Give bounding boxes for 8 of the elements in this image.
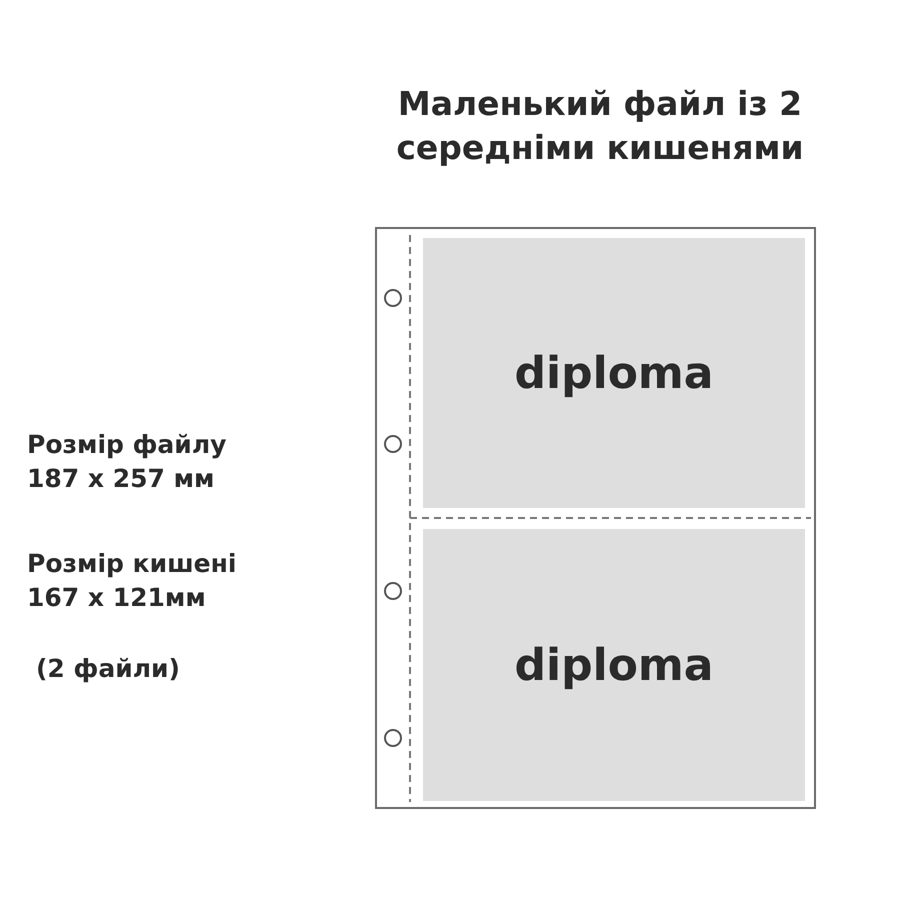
spec-text: (2 файли) (36, 653, 181, 685)
pocket (423, 238, 805, 508)
spec-text: Розмір файлу 187 x 257 мм (27, 429, 228, 495)
title: Маленький файл із 2 середніми кишенями (395, 83, 805, 169)
pocket-label: diploma (514, 348, 714, 398)
pocket (423, 529, 805, 801)
spec-text: Розмір кишені 167 x 121мм (27, 548, 238, 614)
pocket-label: diploma (514, 640, 714, 690)
